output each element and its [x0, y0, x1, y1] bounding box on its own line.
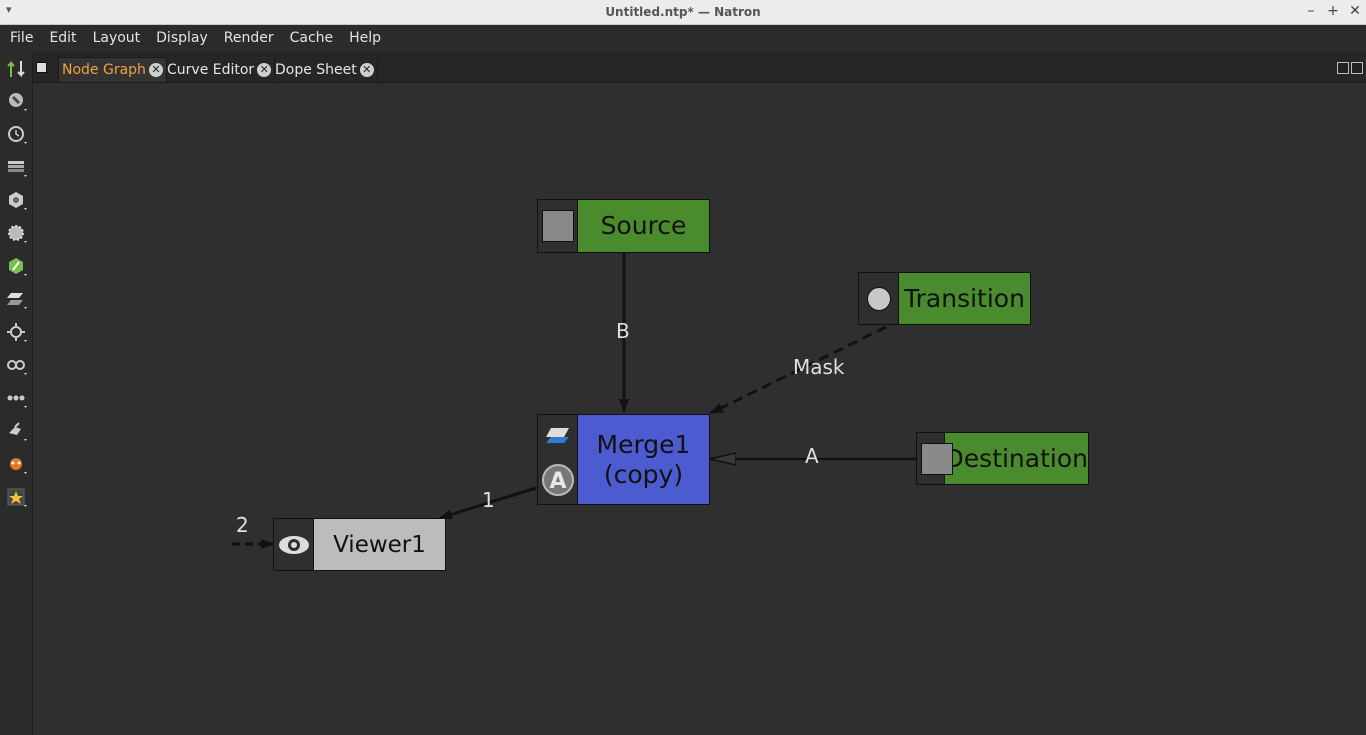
- node-label: Viewer1: [314, 519, 445, 570]
- menu-edit[interactable]: Edit: [49, 30, 77, 46]
- close-icon[interactable]: ✕: [148, 63, 163, 77]
- merge-layers-icon: [546, 428, 569, 443]
- node-label: Destination: [944, 433, 1088, 484]
- channel-tool-icon[interactable]: [5, 155, 29, 179]
- tab-node-graph[interactable]: Node Graph ✕: [58, 57, 167, 82]
- menu-help[interactable]: Help: [349, 30, 382, 46]
- node-destination[interactable]: Destination: [916, 432, 1089, 485]
- edges-layer: [232, 253, 916, 549]
- edge-mask[interactable]: [709, 325, 887, 415]
- image-preview-icon: [921, 443, 953, 475]
- image-preview-icon: [542, 210, 574, 242]
- window-title: Untitled.ntp* — Natron: [605, 5, 761, 19]
- transform-tool-icon[interactable]: [5, 57, 29, 81]
- close-button[interactable]: ✕: [1349, 3, 1361, 19]
- edge-label-mask: Mask: [793, 355, 845, 379]
- filter-tool-icon[interactable]: [5, 221, 29, 245]
- tab-curve-editor[interactable]: Curve Editor ✕: [164, 57, 276, 82]
- pane-menu-icon[interactable]: [36, 62, 47, 73]
- node-toolbar: [0, 52, 33, 735]
- extra-tool-icon[interactable]: [5, 485, 29, 509]
- edge-1[interactable]: [438, 486, 537, 520]
- node-label: Merge1: [596, 429, 691, 459]
- tab-label: Curve Editor: [167, 61, 255, 78]
- time-tool-icon[interactable]: [5, 122, 29, 146]
- transform-3d-tool-icon[interactable]: [5, 320, 29, 344]
- color-tool-icon[interactable]: [5, 188, 29, 212]
- merge-tool-icon[interactable]: [5, 287, 29, 311]
- eye-icon: [279, 536, 309, 554]
- keyer-tool-icon[interactable]: [5, 254, 29, 278]
- menu-file[interactable]: File: [10, 30, 34, 46]
- node-viewer[interactable]: Viewer1: [273, 518, 446, 571]
- menu-layout[interactable]: Layout: [92, 30, 141, 46]
- node-source[interactable]: Source: [537, 199, 710, 253]
- edge-label-b: B: [616, 319, 630, 343]
- menu-cache[interactable]: Cache: [289, 30, 334, 46]
- pane-tabbar: Node Graph ✕ Curve Editor ✕ Dope Sheet ✕: [33, 52, 1366, 83]
- node-label: Source: [578, 200, 709, 252]
- close-pane-icon[interactable]: [1351, 62, 1363, 74]
- maximize-button[interactable]: +: [1327, 3, 1339, 19]
- menu-render[interactable]: Render: [223, 30, 274, 46]
- tab-label: Dope Sheet: [275, 61, 357, 78]
- tab-label: Node Graph: [62, 62, 146, 78]
- pyplug-tool-icon[interactable]: [5, 419, 29, 443]
- edge-label-2: 2: [236, 513, 249, 537]
- node-transition[interactable]: Transition: [858, 272, 1031, 325]
- window-menu-icon[interactable]: ▾: [6, 3, 12, 16]
- gmic-tool-icon[interactable]: [5, 452, 29, 476]
- float-pane-icon[interactable]: [1337, 62, 1349, 74]
- window-titlebar: ▾ Untitled.ntp* — Natron – + ✕: [0, 0, 1366, 25]
- minimize-button[interactable]: –: [1307, 3, 1315, 19]
- edge-label-a: A: [805, 444, 819, 468]
- node-sublabel: (copy): [603, 459, 684, 489]
- node-merge[interactable]: A Merge1 (copy): [537, 414, 710, 505]
- multiview-tool-icon[interactable]: [5, 353, 29, 377]
- edge-label-1: 1: [482, 488, 495, 512]
- node-graph-canvas[interactable]: B Mask A 1 2 Source Transition Destinati…: [33, 83, 1366, 735]
- circle-preview-icon: [867, 287, 891, 311]
- other-tool-icon[interactable]: [5, 386, 29, 410]
- tab-dope-sheet[interactable]: Dope Sheet ✕: [272, 57, 378, 82]
- paint-tool-icon[interactable]: [5, 89, 29, 113]
- node-label: Transition: [899, 273, 1030, 324]
- close-icon[interactable]: ✕: [257, 62, 272, 77]
- close-icon[interactable]: ✕: [359, 62, 374, 77]
- svg-text:A: A: [549, 469, 566, 494]
- operator-a-icon: A: [542, 464, 574, 496]
- menubar: File Edit Layout Display Render Cache He…: [0, 25, 1366, 52]
- menu-display[interactable]: Display: [156, 30, 208, 46]
